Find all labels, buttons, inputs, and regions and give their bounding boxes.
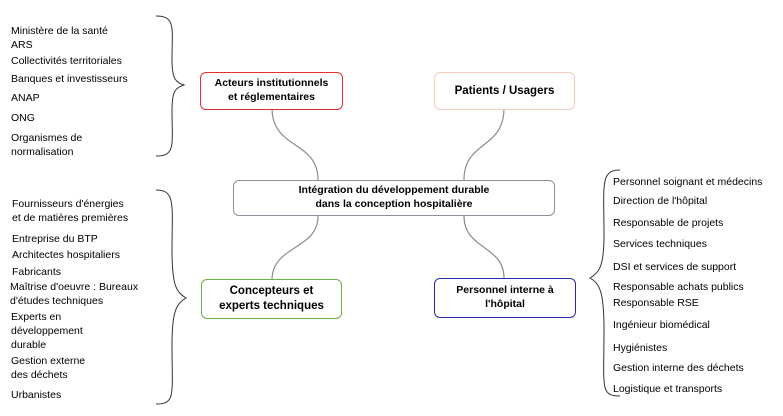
connector-patients bbox=[463, 107, 505, 181]
list-item-internal: Responsable de projets bbox=[613, 217, 724, 229]
list-item-internal: Hygiénistes bbox=[613, 342, 668, 354]
list-item-internal: Responsable RSE bbox=[613, 297, 699, 309]
list-item-internal: Direction de l'hôpital bbox=[613, 195, 708, 207]
list-item-internal: Responsable achats publics bbox=[613, 281, 744, 293]
list-item-designers: Architectes hospitaliers bbox=[12, 249, 120, 261]
list-item-internal: Personnel soignant et médecins bbox=[613, 176, 763, 188]
list-item-designers: Fournisseurs d'énergies et de matières p… bbox=[12, 198, 129, 224]
node-institutional[interactable]: Acteurs institutionnels et réglementaire… bbox=[200, 72, 343, 110]
node-internal[interactable]: Personnel interne à l'hôpital bbox=[434, 278, 576, 318]
connector-internal bbox=[463, 215, 505, 279]
list-item-internal: Services techniques bbox=[613, 238, 707, 250]
connector-designers bbox=[271, 215, 319, 281]
list-item-internal: Logistique et transports bbox=[613, 383, 723, 395]
list-item-institutional: Ministère de la santé bbox=[11, 25, 108, 37]
list-item-internal: Gestion interne des déchets bbox=[613, 362, 744, 374]
list-item-institutional: ANAP bbox=[11, 92, 40, 104]
brace-designers bbox=[155, 189, 187, 405]
list-item-institutional: Collectivités territoriales bbox=[11, 55, 122, 67]
list-item-designers: Urbanistes bbox=[11, 389, 62, 401]
list-item-internal: DSI et services de support bbox=[613, 261, 737, 273]
node-patients[interactable]: Patients / Usagers bbox=[434, 72, 575, 110]
list-item-institutional: ONG bbox=[11, 112, 35, 124]
list-item-internal: Ingénieur biomédical bbox=[613, 319, 710, 331]
list-item-designers: Fabricants bbox=[12, 266, 62, 278]
list-item-institutional: Banques et investisseurs bbox=[11, 73, 128, 85]
list-item-designers: Gestion externe des déchets bbox=[11, 355, 86, 381]
list-item-institutional: ARS bbox=[11, 39, 33, 51]
node-designers[interactable]: Concepteurs et experts techniques bbox=[201, 279, 342, 319]
list-item-designers: Maîtrise d'oeuvre : Bureaux d'études tec… bbox=[10, 281, 139, 307]
list-item-designers: Entreprise du BTP bbox=[12, 233, 98, 245]
connector-institutional bbox=[271, 107, 319, 181]
center-node[interactable]: Intégration du développement durable dan… bbox=[233, 180, 555, 216]
list-item-institutional: Organismes de normalisation bbox=[11, 132, 83, 158]
brace-institutional bbox=[155, 15, 186, 157]
brace-internal bbox=[589, 169, 621, 397]
list-item-designers: Experts en développement durable bbox=[11, 311, 83, 351]
